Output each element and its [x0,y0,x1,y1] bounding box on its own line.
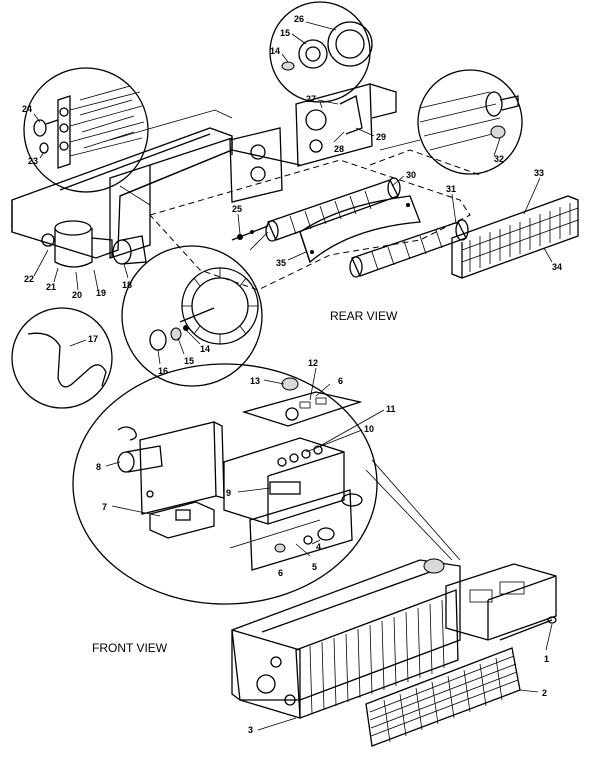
part-number-26: 26 [294,14,304,24]
heater-element-34 [451,195,579,279]
part-number-2: 2 [542,688,547,698]
part-number-8: 8 [96,462,101,472]
part-number-4: 4 [316,542,321,552]
part-number-21: 21 [46,282,56,292]
blower-wheel-31 [349,219,469,278]
part-number-35: 35 [276,258,286,268]
part-number-13: 13 [250,376,260,386]
part-number-1: 1 [544,654,549,664]
part-number-23: 23 [28,156,38,166]
part-number-33: 33 [534,168,544,178]
part-number-14-upper: 14 [270,46,280,56]
part-number-16: 16 [158,366,168,376]
part-number-17: 17 [88,334,98,344]
part-number-31: 31 [446,184,456,194]
detail-circle-blower-wheel [121,231,269,387]
part-number-12: 12 [308,358,318,368]
part-number-14-lower: 14 [200,344,210,354]
part-number-19: 19 [96,288,106,298]
fan-motor [112,235,147,265]
part-number-20: 20 [72,290,82,300]
detail-circle-shaft-collar [379,69,523,175]
rear-view-assembly [11,83,579,291]
front-view-label: FRONT VIEW [92,641,168,655]
part-number-11: 11 [386,404,396,414]
part-number-18: 18 [122,280,132,290]
detail-circle-control-box [72,363,378,605]
part-callouts: 1 2 3 4 5 6 6 7 8 9 10 11 12 13 14 14 15… [22,14,562,735]
part-number-25: 25 [232,204,242,214]
part-number-22: 22 [24,274,34,284]
part-number-9: 9 [226,488,231,498]
part-number-30: 30 [406,170,416,180]
detail-circle-terminals [23,67,151,206]
detail-circle-wire-harness [11,307,113,409]
scroll-panel-35 [299,195,421,264]
detail-circle-bearings-top [269,1,373,109]
part-number-27: 27 [306,94,316,104]
rear-view-label: REAR VIEW [330,309,398,323]
part-number-7: 7 [102,502,107,512]
part-number-15-upper: 15 [280,28,290,38]
part-number-3: 3 [248,725,253,735]
part-number-24: 24 [22,104,32,114]
part-number-6-lower: 6 [278,568,283,578]
part-number-10: 10 [364,424,374,434]
part-number-32: 32 [494,154,504,164]
part-number-5: 5 [312,562,317,572]
part-number-28: 28 [334,144,344,154]
front-view-unit [231,558,557,747]
part-number-15-lower: 15 [184,356,194,366]
part-number-6-upper: 6 [338,376,343,386]
part-number-29: 29 [376,132,386,142]
blower-wheel-30 [265,177,401,242]
compressor [41,220,113,268]
part-number-34: 34 [552,262,562,272]
motor-bracket [295,83,397,167]
